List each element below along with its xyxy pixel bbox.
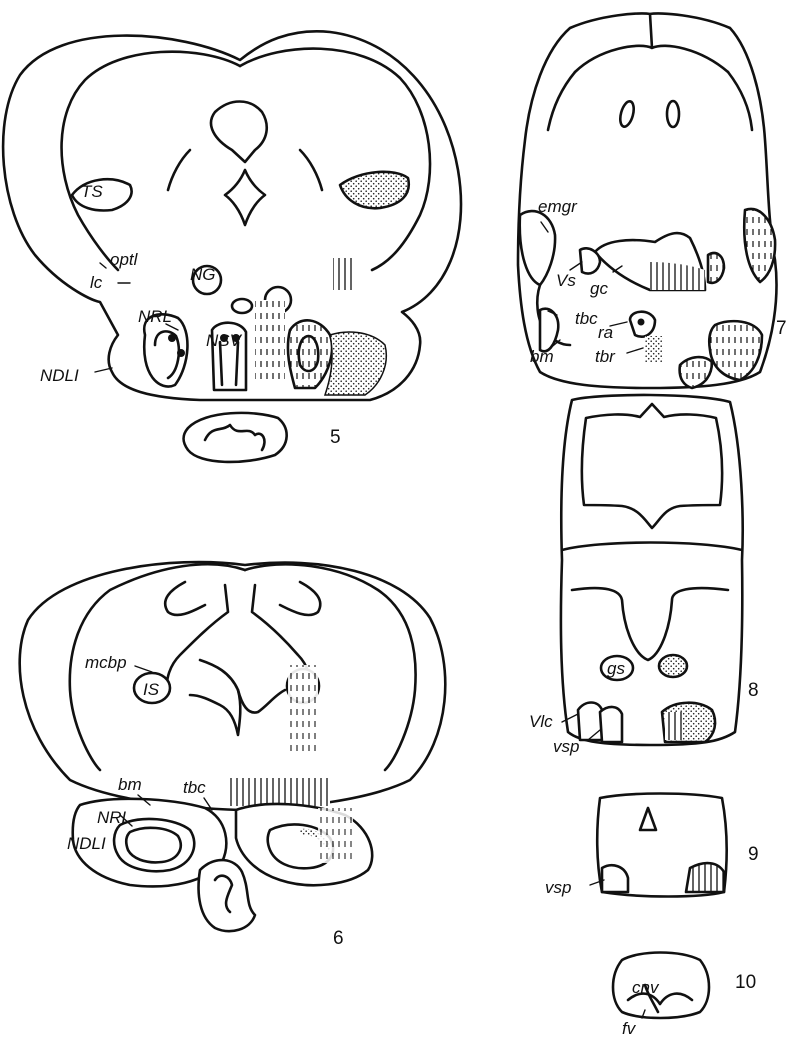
fig5-label-TS: TS <box>81 182 103 201</box>
fig7-label-tbc: tbc <box>575 309 598 328</box>
fig9-brain-section <box>590 794 727 897</box>
fig7-label-bm: bm <box>530 347 554 366</box>
fig8-label-gs: gs <box>607 659 625 678</box>
fig5-label-NSV: NSV <box>206 331 243 350</box>
fig5-label-optl: optl <box>110 250 139 269</box>
fig8-label-vsp: vsp <box>553 737 579 756</box>
fig7-label-tbr: tbr <box>595 347 616 366</box>
fig6-label-NDLI: NDLI <box>67 834 106 853</box>
fig7-label-ra: ra <box>598 323 613 342</box>
figure-5: TS optl NG lc NRL NSV NDLI 5 <box>3 31 461 462</box>
fig7-number: 7 <box>776 318 787 339</box>
figure-10: cnv fv 10 <box>613 953 756 1039</box>
fig8-brain-section <box>561 395 743 745</box>
fig5-brain-section <box>3 31 461 462</box>
fig8-number: 8 <box>748 680 759 701</box>
fig7-label-gc: gc <box>590 279 608 298</box>
fig10-number: 10 <box>735 972 756 993</box>
figure-7: emgr Vs gc tbc ra bm tbr 7 <box>518 13 787 388</box>
fig6-number: 6 <box>333 928 344 949</box>
fig9-number: 9 <box>748 844 759 865</box>
figure-9: vsp 9 <box>545 794 759 898</box>
fig5-label-NRL: NRL <box>138 307 172 326</box>
fig6-label-bm: bm <box>118 775 142 794</box>
fig6-brain-section <box>20 562 446 931</box>
fig10-label-cnv: cnv <box>632 978 660 997</box>
fig5-label-NG: NG <box>190 265 216 284</box>
fig5-number: 5 <box>330 427 341 448</box>
fig10-brain-section <box>613 953 709 1019</box>
fig6-label-mcbp: mcbp <box>85 653 127 672</box>
figure-6: mcbp IS bm tbc NRL NDLI 6 <box>20 562 446 949</box>
fig7-label-Vs: Vs <box>556 271 576 290</box>
fig6-label-NRL: NRL <box>97 808 131 827</box>
fig10-label-fv: fv <box>622 1019 637 1038</box>
fig9-label-vsp: vsp <box>545 878 571 897</box>
fig6-label-IS: IS <box>143 680 160 699</box>
fig6-label-tbc: tbc <box>183 778 206 797</box>
figure-8: gs Vlc vsp 8 <box>529 395 759 756</box>
fig5-label-NDLI: NDLI <box>40 366 79 385</box>
fig5-label-lc: lc <box>90 273 103 292</box>
fig8-label-Vlc: Vlc <box>529 712 553 731</box>
fig7-label-emgr: emgr <box>538 197 578 216</box>
